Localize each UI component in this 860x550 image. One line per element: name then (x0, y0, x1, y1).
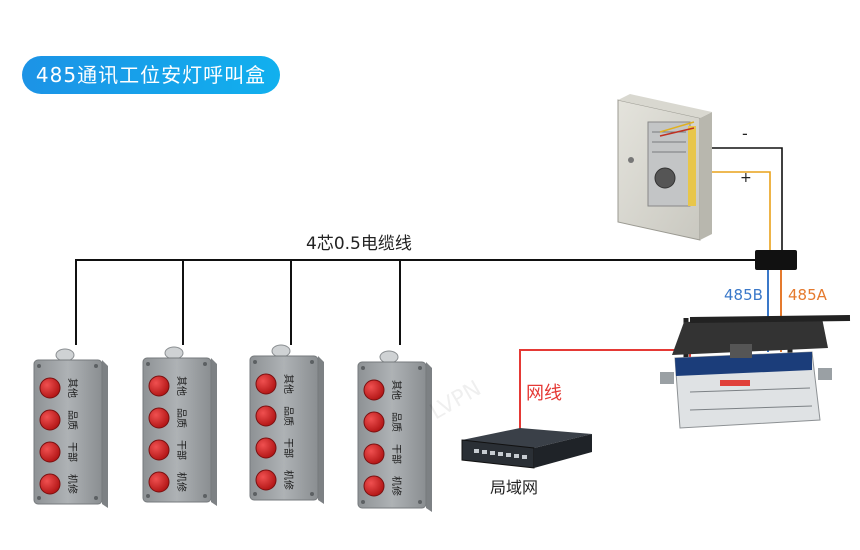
cable-gland (379, 350, 399, 364)
network-cable-label: 网线 (526, 383, 562, 404)
screw (418, 366, 422, 370)
junction-block (755, 250, 797, 270)
power-plus-label: + (740, 170, 752, 186)
cable-gland (164, 346, 184, 360)
button-label: 干部 (282, 438, 295, 458)
box-side (102, 360, 108, 508)
call-button (148, 471, 170, 493)
call-button (363, 411, 385, 433)
box-side (426, 362, 432, 512)
screw (94, 364, 98, 368)
button-label: 机修 (390, 476, 403, 496)
power-wires (700, 147, 783, 252)
screw (146, 494, 150, 498)
button-label: 品质 (175, 408, 187, 428)
call-button (363, 443, 385, 465)
screw (418, 500, 422, 504)
screw (310, 492, 314, 496)
button-label: 其他 (282, 374, 295, 394)
button-label: 品质 (66, 410, 78, 430)
button-label: 其他 (390, 380, 403, 400)
button-label: 其他 (175, 376, 188, 396)
watermark: LVPN (426, 376, 486, 425)
call-button (363, 475, 385, 497)
network-cable (519, 349, 691, 430)
call-button (39, 473, 61, 495)
button-label: 其他 (66, 378, 79, 398)
rs485-converter (660, 315, 851, 429)
title-badge: 485通讯工位安灯呼叫盒 (22, 56, 280, 94)
cable-label: 4芯0.5电缆线 (306, 234, 412, 254)
call-button (255, 405, 277, 427)
power-minus-label: - (742, 124, 748, 143)
screw (361, 500, 365, 504)
cable-gland (55, 348, 75, 362)
cable-gland (271, 344, 291, 358)
call-button (39, 441, 61, 463)
screw (37, 496, 41, 500)
call-button (255, 469, 277, 491)
rs485-b-label: 485B (724, 286, 763, 304)
call-button (148, 407, 170, 429)
call-button (255, 373, 277, 395)
screw (37, 364, 41, 368)
call-button (39, 377, 61, 399)
lan-label: 局域网 (490, 478, 539, 497)
screw (253, 492, 257, 496)
screw (310, 360, 314, 364)
call-button (148, 375, 170, 397)
power-supply-cabinet (617, 94, 712, 241)
screw (203, 362, 207, 366)
button-label: 干部 (66, 442, 79, 462)
screw (203, 494, 207, 498)
call-button (255, 437, 277, 459)
screw (94, 496, 98, 500)
button-label: 干部 (175, 440, 188, 460)
screw (146, 362, 150, 366)
call-button (363, 379, 385, 401)
screw (361, 366, 365, 370)
network-switch (461, 428, 592, 469)
call-button (39, 409, 61, 431)
box-side (318, 356, 324, 504)
cable-bus (75, 259, 760, 345)
button-label: 机修 (282, 470, 295, 490)
call-button (148, 439, 170, 461)
screw (253, 360, 257, 364)
button-label: 品质 (282, 406, 294, 426)
box-side (211, 358, 217, 506)
button-label: 品质 (390, 412, 402, 432)
button-label: 机修 (66, 474, 79, 494)
button-label: 干部 (390, 444, 403, 464)
rs485-a-label: 485A (788, 286, 827, 304)
button-label: 机修 (175, 472, 188, 492)
